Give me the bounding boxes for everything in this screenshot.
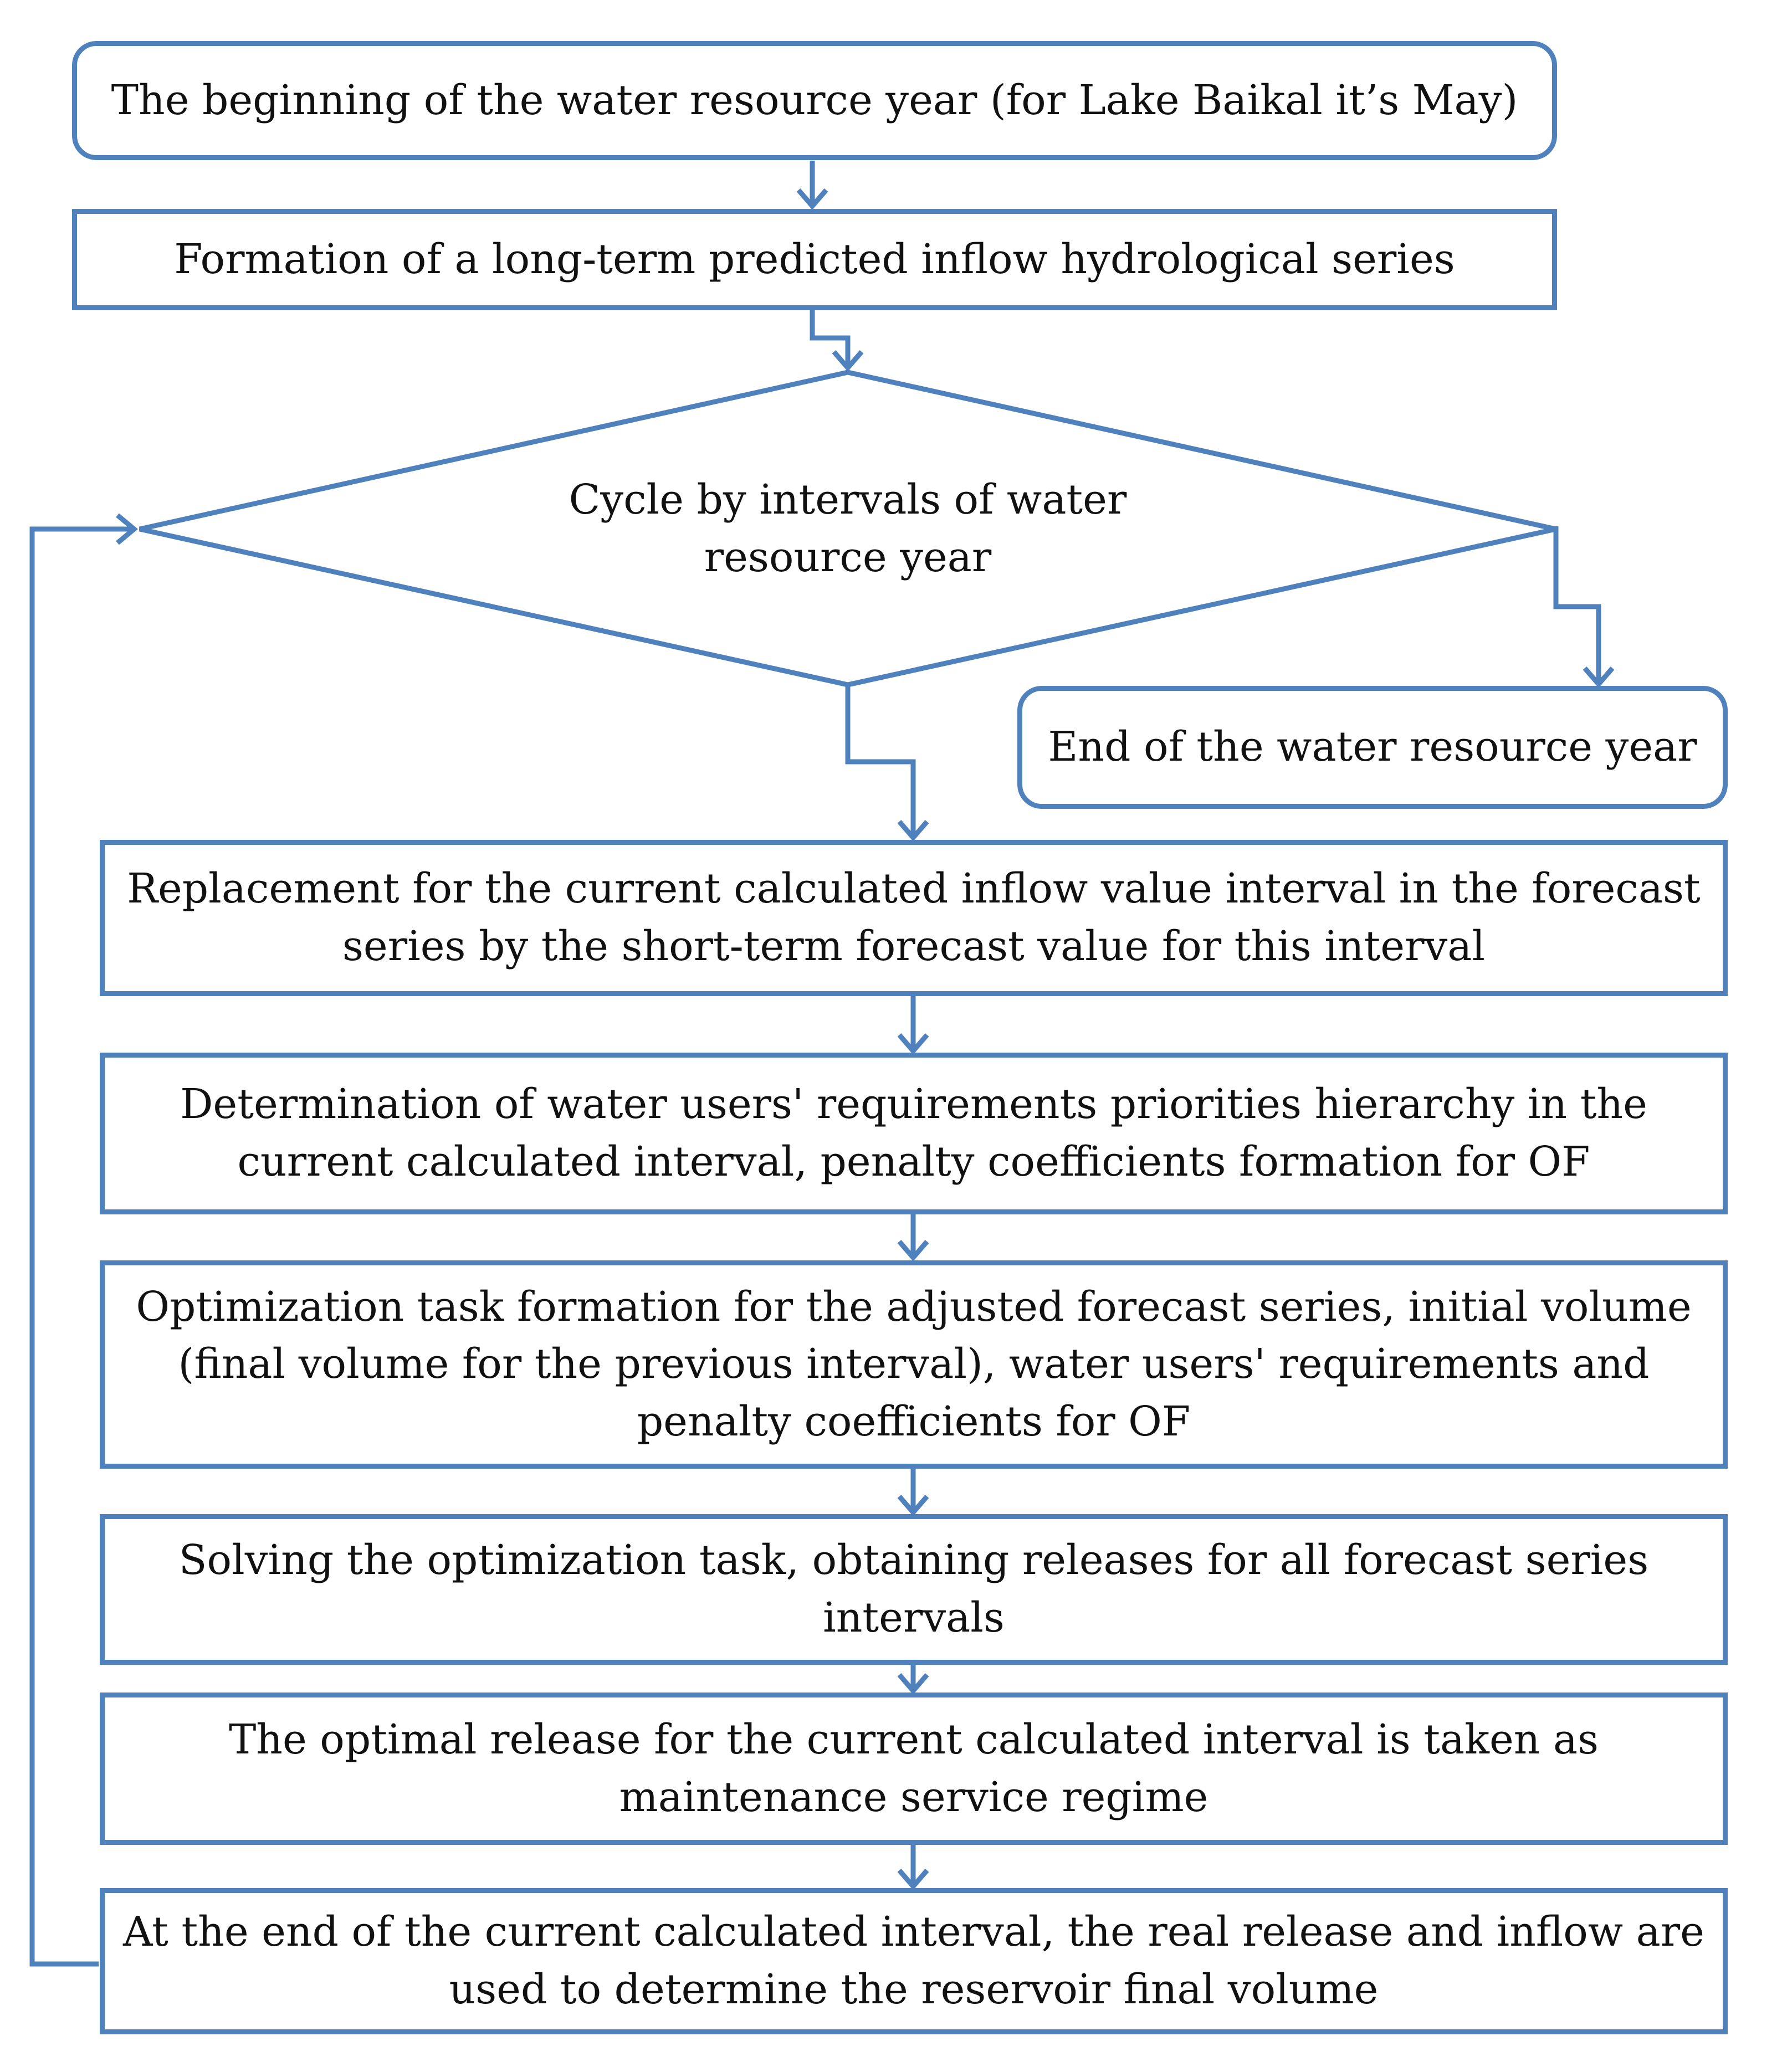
solving-box: Solving the optimization task, obtaining… xyxy=(100,1514,1728,1665)
arrowhead-optimal-to-end-interval xyxy=(897,1869,929,1890)
end-interval-box: At the end of the current calculated int… xyxy=(100,1888,1728,2034)
cycle-diamond xyxy=(139,370,1556,688)
formation-text: Formation of a long-term predicted inflo… xyxy=(174,235,1455,283)
solving-text: Solving the optimization task, obtaining… xyxy=(178,1536,1649,1642)
task-formation-text: Optimization task formation for the adju… xyxy=(136,1283,1692,1445)
formation-box: Formation of a long-term predicted inflo… xyxy=(72,209,1557,310)
determination-text: Determination of water users' requiremen… xyxy=(180,1080,1647,1186)
start-box: The beginning of the water resource year… xyxy=(72,41,1557,160)
end-text: End of the water resource year xyxy=(1048,723,1697,771)
arrowhead-replacement-to-determination xyxy=(897,1033,929,1055)
cycle-text: Cycle by intervals of water resource yea… xyxy=(569,476,1127,581)
arrowhead-determination-to-task xyxy=(897,1240,929,1261)
end-box: End of the water resource year xyxy=(1017,686,1728,809)
replacement-box: Replacement for the current calculated i… xyxy=(100,840,1728,996)
arrow-formation-to-cycle xyxy=(810,310,851,367)
arrowhead-loop-back xyxy=(116,513,139,545)
task-formation-box: Optimization task formation for the adju… xyxy=(100,1260,1728,1469)
optimal-release-text: The optimal release for the current calc… xyxy=(228,1715,1599,1821)
start-text: The beginning of the water resource year… xyxy=(111,76,1518,124)
cycle-label: Cycle by intervals of water resource yea… xyxy=(510,443,1186,615)
optimal-release-box: The optimal release for the current calc… xyxy=(100,1693,1728,1845)
arrowhead-formation-to-cycle xyxy=(832,350,864,372)
end-interval-text: At the end of the current calculated int… xyxy=(123,1908,1704,2013)
arrow-loop-back xyxy=(29,526,133,1967)
replacement-text: Replacement for the current calculated i… xyxy=(127,865,1701,970)
arrowhead-start-to-formation xyxy=(796,188,828,210)
arrowhead-cycle-to-end xyxy=(1583,666,1615,688)
arrow-cycle-to-end xyxy=(1553,526,1601,683)
arrowhead-task-to-solving xyxy=(897,1495,929,1516)
determination-box: Determination of water users' requiremen… xyxy=(100,1053,1728,1214)
arrow-cycle-to-replacement xyxy=(845,685,916,837)
arrowhead-cycle-to-replacement xyxy=(897,820,929,842)
arrowhead-solving-to-optimal xyxy=(897,1673,929,1695)
